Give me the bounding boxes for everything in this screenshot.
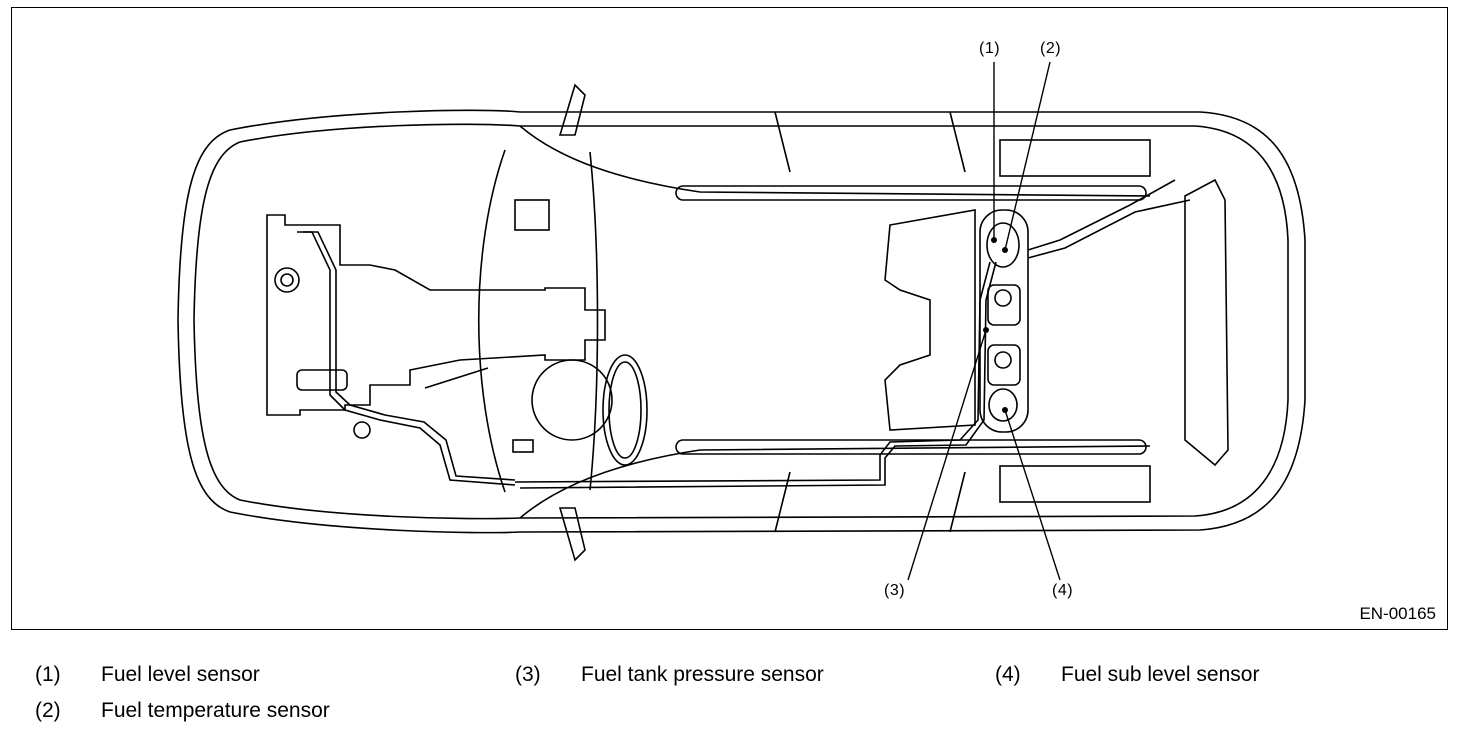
legend-text: Fuel tank pressure sensor (581, 663, 824, 686)
figure-code: EN-00165 (1359, 604, 1436, 623)
figure-frame (11, 7, 1448, 630)
fuel-level-sensor (986, 222, 1020, 268)
fuel-tank (514, 179, 1191, 489)
vehicle-diagram (177, 61, 1306, 581)
legend-item-3: (3) Fuel tank pressure sensor (515, 663, 824, 687)
legend-text: Fuel level sensor (101, 663, 260, 686)
callout-2: (2) (1040, 40, 1062, 57)
legend-number: (2) (35, 699, 61, 722)
callout-3: (3) (884, 582, 906, 599)
sensor-point-2 (1002, 247, 1008, 253)
sensor-point-4 (1002, 407, 1008, 413)
car-body (177, 83, 1306, 562)
legend-text: Fuel sub level sensor (1061, 663, 1260, 686)
leader-line-2 (1004, 61, 1051, 251)
callout-4: (4) (1052, 582, 1074, 599)
leader-line-4 (1004, 409, 1061, 581)
legend-item-1: (1) Fuel level sensor (35, 663, 260, 687)
legend-number: (1) (35, 663, 61, 686)
leader-line-3 (907, 329, 987, 581)
sensor-point-1 (991, 237, 997, 243)
legend-text: Fuel temperature sensor (101, 699, 330, 722)
fuel-sub-level-sensor (988, 388, 1018, 422)
engine-transmission (266, 214, 648, 486)
sensor-point-3 (983, 327, 989, 333)
legend-item-2: (2) Fuel temperature sensor (35, 699, 330, 723)
legend-item-4: (4) Fuel sub level sensor (995, 663, 1259, 687)
leader-lines (907, 61, 1061, 581)
callout-1: (1) (979, 40, 1001, 57)
legend-number: (4) (995, 663, 1021, 686)
legend-number: (3) (515, 663, 541, 686)
